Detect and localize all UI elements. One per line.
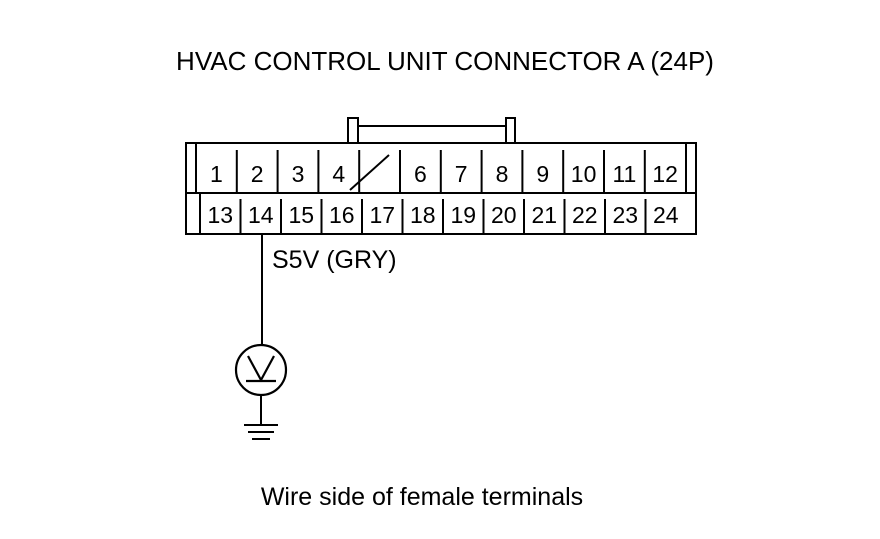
terminal-2-label: 2 xyxy=(251,161,264,187)
terminal-3-label: 3 xyxy=(292,161,305,187)
terminal-19-label: 19 xyxy=(450,202,476,228)
blank-cavity-slash xyxy=(349,154,390,191)
terminal-17-label: 17 xyxy=(369,202,395,228)
diagram-title: HVAC CONTROL UNIT CONNECTOR A (24P) xyxy=(176,46,714,76)
terminal-23-label: 23 xyxy=(612,202,638,228)
terminal-22-label: 22 xyxy=(572,202,598,228)
terminal-12-label: 12 xyxy=(652,161,678,187)
voltmeter-icon xyxy=(234,343,288,397)
terminal-13-label: 13 xyxy=(207,202,233,228)
terminal-6-label: 6 xyxy=(414,161,427,187)
connector-latch xyxy=(347,117,516,143)
terminal-18-label: 18 xyxy=(410,202,436,228)
terminal-4-label: 4 xyxy=(332,161,345,187)
terminal-11-label: 11 xyxy=(612,161,636,187)
terminal-20-label: 20 xyxy=(491,202,517,228)
terminal-15-label: 15 xyxy=(288,202,314,228)
ground-icon xyxy=(244,395,278,440)
terminal-8-label: 8 xyxy=(496,161,509,187)
terminal-21-label: 21 xyxy=(531,202,557,228)
terminal-10-label: 10 xyxy=(571,161,597,187)
terminal-24-label: 24 xyxy=(653,202,679,228)
terminal-9-label: 9 xyxy=(536,161,549,187)
connector-bottom-row: 13 14 15 16 17 18 19 20 21 22 23 24 xyxy=(207,199,679,234)
terminal-14-label: 14 xyxy=(248,202,274,228)
terminal-7-label: 7 xyxy=(455,161,468,187)
diagram-caption: Wire side of female terminals xyxy=(261,483,583,511)
terminal-16-label: 16 xyxy=(329,202,355,228)
wire-label: S5V (GRY) xyxy=(272,246,397,274)
terminal-1-label: 1 xyxy=(210,161,223,187)
